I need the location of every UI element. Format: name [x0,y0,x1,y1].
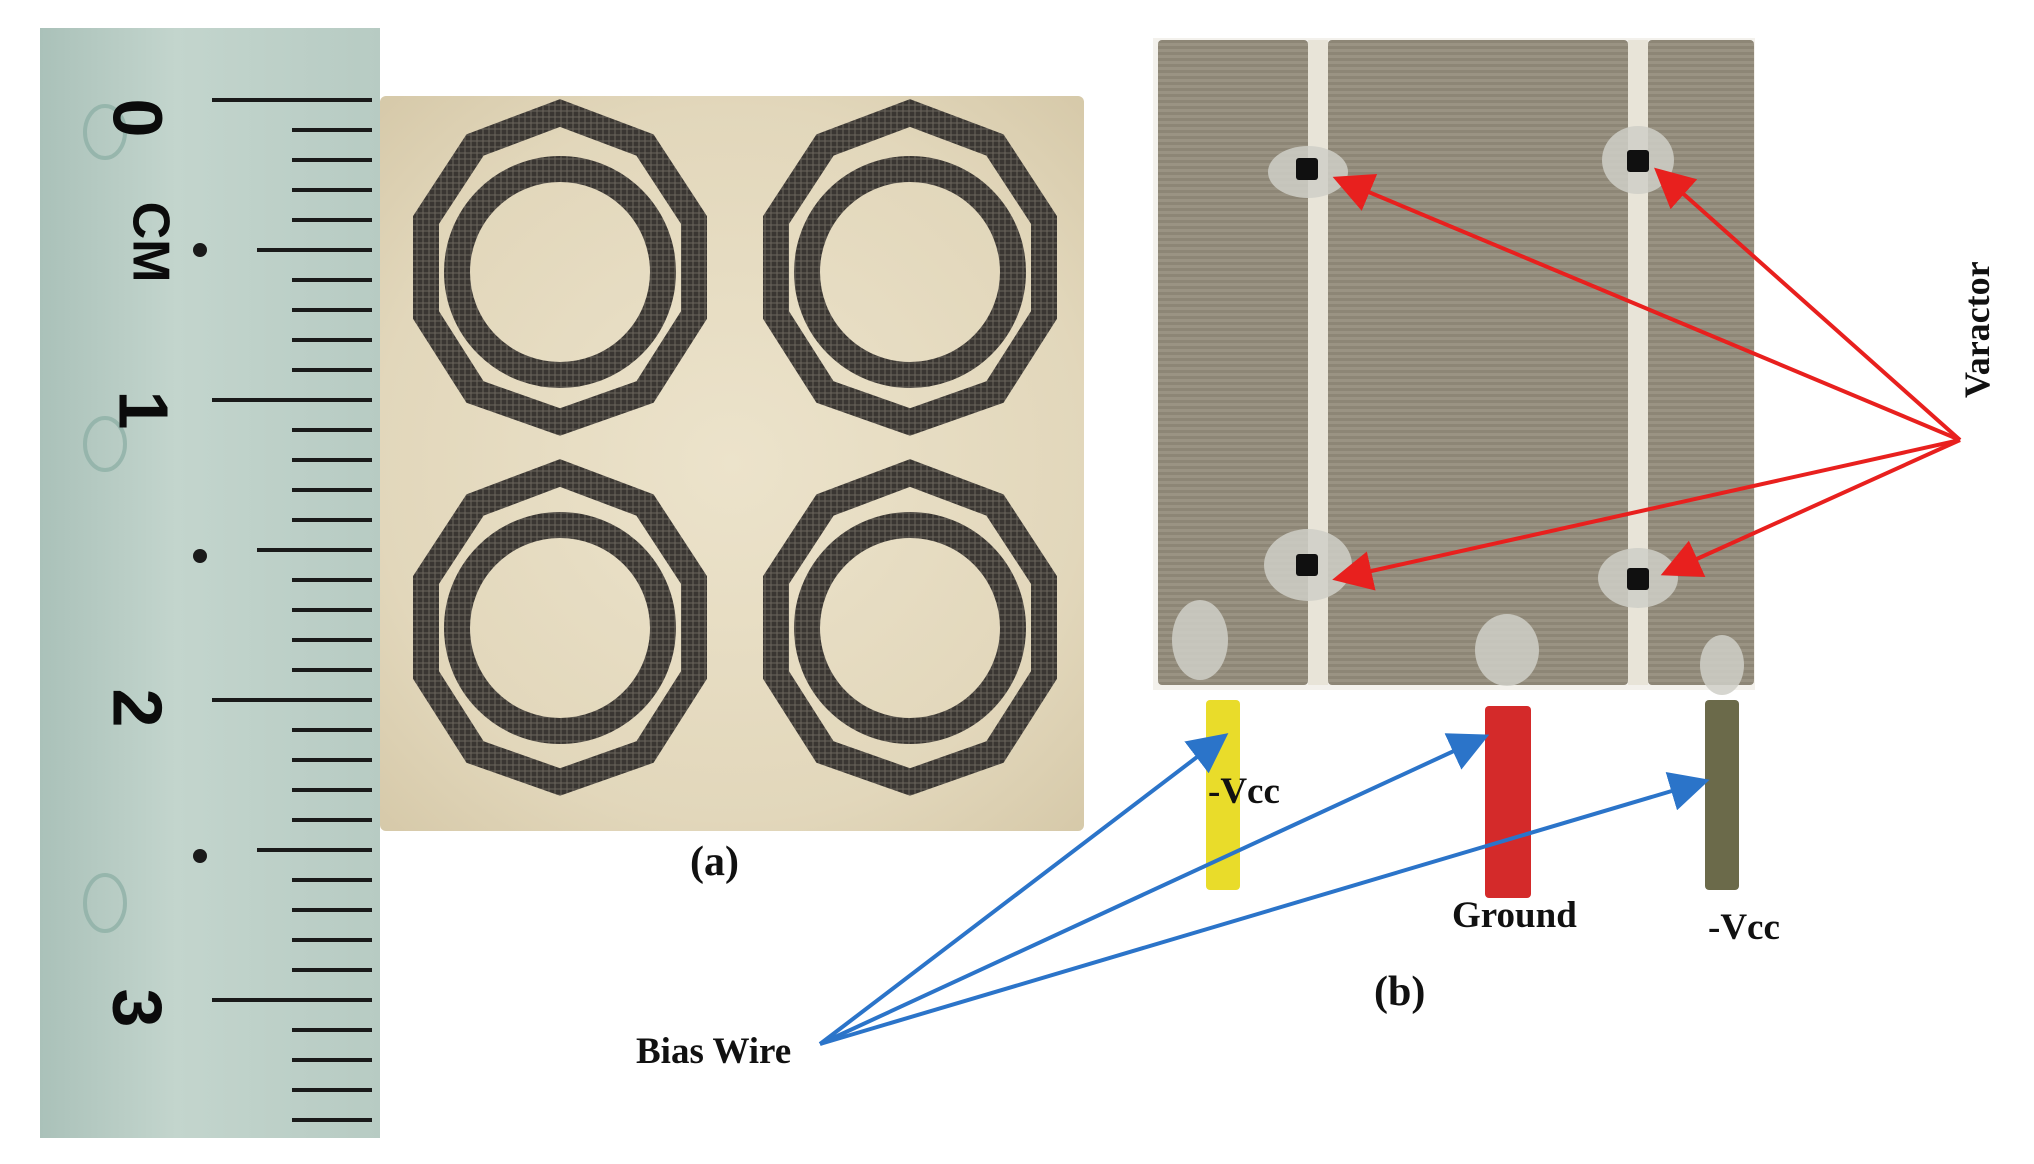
ruler [40,28,380,1138]
varactor-top-right [1627,150,1649,172]
wire-right [1705,700,1739,890]
panel-b-caption: (b) [1374,969,1426,1015]
varactor-bottom-left [1296,554,1318,576]
bias-wire-label: Bias Wire [636,1031,792,1072]
fabric-patch-middle [1328,40,1628,685]
vcc-left-label: -Vcc [1208,771,1280,812]
gap-right [1628,40,1648,685]
varactor-bottom-right [1627,568,1649,590]
vcc-right-label: -Vcc [1708,907,1780,948]
varactor-label: Varactor [1957,261,1997,398]
wire-middle [1485,706,1531,898]
varactor-top-left [1296,158,1318,180]
gap-left [1308,40,1328,685]
panel-a-caption: (a) [690,839,739,885]
ground-label: Ground [1452,895,1577,936]
bias-wire-arrows [818,733,1710,1046]
varactor-arrows [1332,167,1962,591]
